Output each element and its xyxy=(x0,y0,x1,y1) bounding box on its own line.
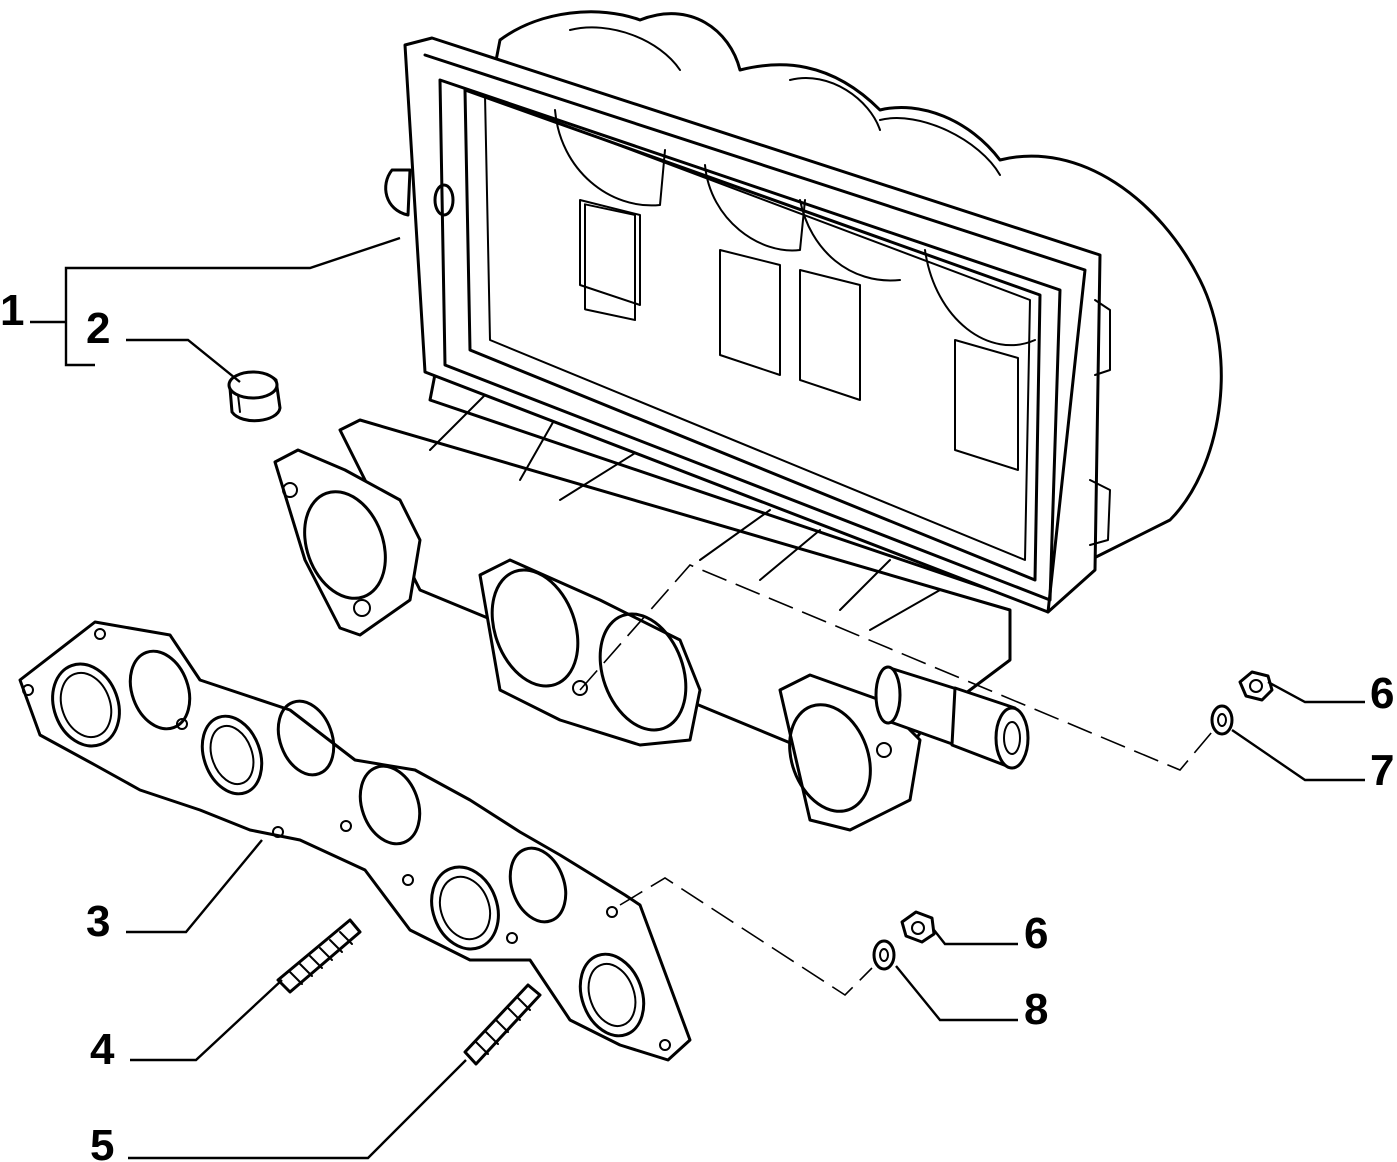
nut-6b xyxy=(900,910,936,944)
callout-5: 5 xyxy=(90,1121,114,1162)
callout-labels: 1 2 3 4 5 6 7 6 8 xyxy=(0,286,1394,1162)
stud-5 xyxy=(463,983,542,1066)
callout-6b: 6 xyxy=(1024,909,1048,958)
washer-8 xyxy=(872,939,896,971)
leader-lines xyxy=(30,236,1365,1160)
callout-8: 8 xyxy=(1024,985,1048,1034)
alignment-lines xyxy=(579,564,1213,997)
callout-4: 4 xyxy=(90,1025,115,1074)
callout-6a: 6 xyxy=(1370,669,1394,718)
plug-cap xyxy=(227,370,282,423)
manifold-gasket xyxy=(18,620,692,1062)
intake-manifold xyxy=(273,10,1223,832)
callout-7: 7 xyxy=(1370,746,1394,795)
nut-6a xyxy=(1238,670,1274,702)
callout-1: 1 xyxy=(0,286,24,335)
callout-3: 3 xyxy=(86,897,110,946)
washer-7 xyxy=(1210,704,1234,736)
callout-2: 2 xyxy=(86,304,110,353)
stud-4 xyxy=(276,918,362,994)
